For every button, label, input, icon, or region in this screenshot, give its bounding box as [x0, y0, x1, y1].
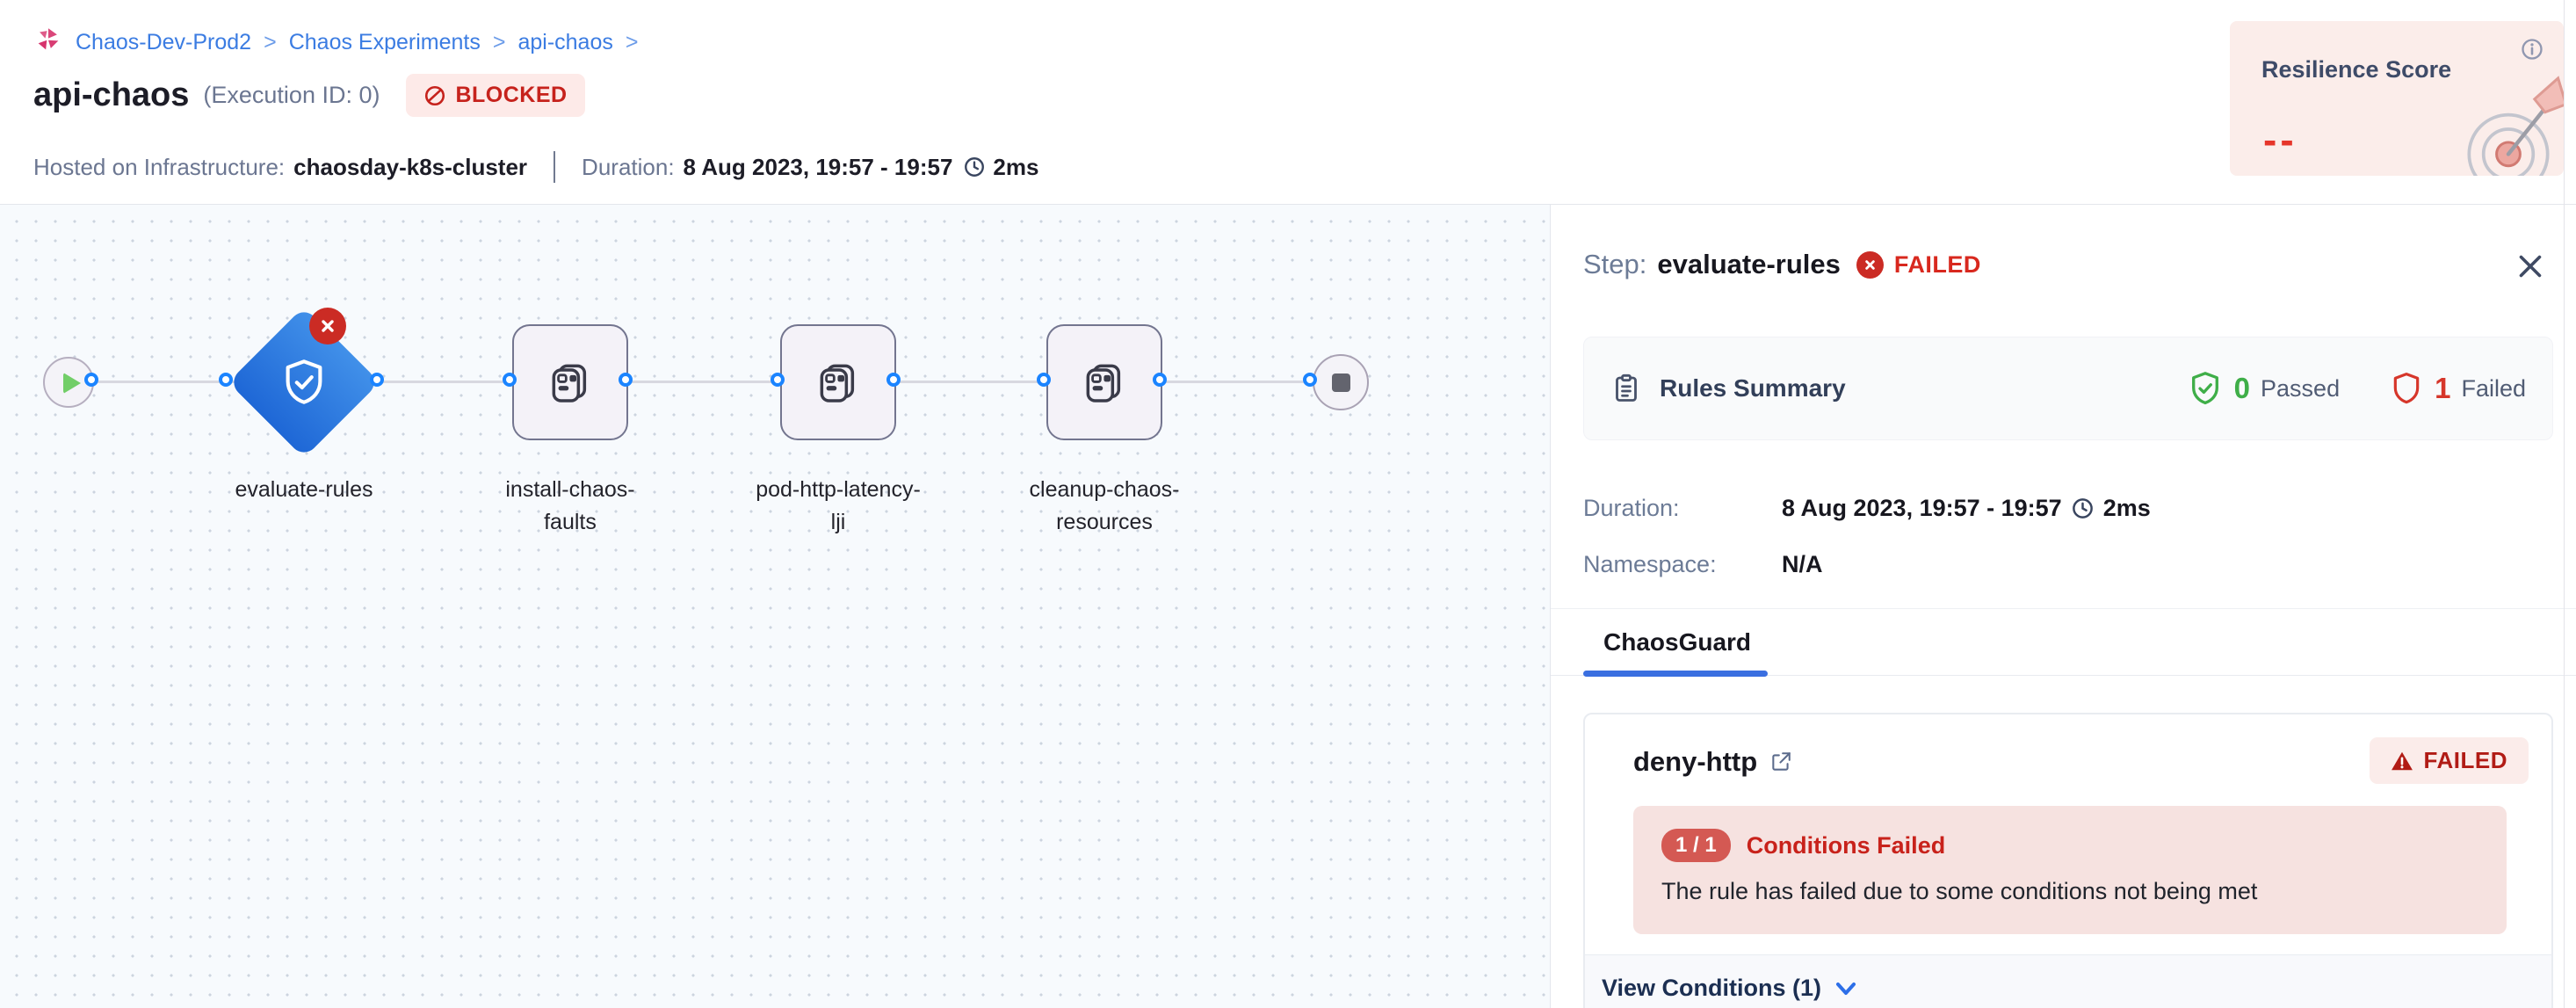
active-tab-underline	[1583, 671, 1768, 677]
pipeline-end-node	[1313, 354, 1369, 410]
node-label-evaluate-rules: evaluate-rules	[235, 477, 373, 502]
step-status-text: FAILED	[1893, 250, 1981, 278]
close-icon	[2519, 255, 2542, 278]
target-illustration	[2442, 73, 2564, 176]
stop-icon	[1331, 373, 1350, 392]
rule-card-footer: View Conditions (1)	[1585, 954, 2551, 1008]
failed-count: 1	[2435, 372, 2451, 404]
clock-icon	[965, 157, 985, 177]
breadcrumb-separator: >	[625, 30, 639, 54]
conditions-failed-message: The rule has failed due to some conditio…	[1661, 878, 2258, 904]
scrollbar-track-line	[2564, 0, 2565, 1008]
play-icon	[63, 373, 81, 394]
external-link-icon[interactable]	[1769, 751, 1792, 773]
step-panel-header: Step: evaluate-rules FAILED	[1583, 249, 1981, 280]
shield-failed-icon	[2393, 373, 2420, 404]
node-label-pod-http-latency: pod-http-latency- lji	[756, 477, 921, 534]
resilience-score-card: Resilience Score --	[2230, 21, 2564, 176]
view-conditions-toggle[interactable]: View Conditions (1)	[1602, 975, 1858, 1002]
rules-summary-title: Rules Summary	[1660, 374, 1846, 402]
port	[84, 373, 98, 387]
breadcrumb-project[interactable]: Chaos-Dev-Prod2	[76, 30, 252, 54]
failed-status-icon	[1856, 250, 1884, 279]
port	[370, 373, 384, 387]
chevron-down-icon	[1836, 982, 1856, 995]
conditions-ratio-badge: 1 / 1	[1661, 829, 1731, 862]
divider	[1551, 608, 2576, 609]
passed-label: Passed	[2261, 374, 2341, 402]
hosted-label: Hosted on Infrastructure:	[33, 153, 286, 180]
port	[771, 373, 785, 387]
duration-value: 8 Aug 2023, 19:57 - 19:57	[683, 153, 953, 180]
step-node-pod-http-latency[interactable]	[780, 324, 896, 440]
failed-label: Failed	[2461, 374, 2526, 402]
tab-hairline	[1551, 675, 2576, 676]
panel-duration-value: 8 Aug 2023, 19:57 - 19:57 2ms	[1782, 495, 2151, 521]
pipeline-connector	[69, 381, 1341, 383]
shield-passed-icon	[2191, 372, 2218, 405]
elapsed-time: 2ms	[963, 154, 1038, 181]
rule-name[interactable]: deny-http	[1633, 746, 1758, 777]
port	[886, 373, 901, 387]
chaos-module-icon	[33, 25, 63, 61]
namespace-value: N/A	[1782, 551, 1823, 577]
clipboard-icon	[1616, 373, 1637, 402]
meta-row: Hosted on Infrastructure: chaosday-k8s-c…	[33, 151, 1038, 183]
rule-status-badge: FAILED	[2369, 737, 2529, 784]
chaos-fault-icon	[820, 364, 855, 402]
chaos-fault-icon	[1086, 364, 1121, 402]
rule-card-deny-http: deny-http FAILED 1 / 1 Conditions	[1583, 713, 2553, 1008]
step-details-panel: Step: evaluate-rules FAILED	[1550, 205, 2576, 1008]
duration-label: Duration:	[582, 153, 675, 180]
resilience-score-value: --	[2263, 117, 2297, 163]
breadcrumb-experiment-name[interactable]: api-chaos	[517, 30, 613, 54]
node-label-install-chaos-faults: install-chaos- faults	[505, 477, 635, 534]
execution-id: (Execution ID: 0)	[203, 82, 380, 108]
page-header: Chaos-Dev-Prod2 > Chaos Experiments > ap…	[0, 0, 2576, 205]
step-label: Step:	[1583, 249, 1647, 279]
port	[1153, 373, 1167, 387]
hosted-value: chaosday-k8s-cluster	[293, 153, 528, 180]
step-node-install-chaos-faults[interactable]	[512, 324, 628, 440]
tab-chaosguard[interactable]: ChaosGuard	[1603, 628, 1752, 656]
info-icon[interactable]	[2520, 37, 2544, 66]
status-badge-blocked: BLOCKED	[406, 74, 585, 117]
breadcrumb-separator: >	[492, 30, 506, 54]
warning-icon	[2391, 751, 2413, 770]
clock-icon	[2072, 498, 2093, 519]
duration-row: Duration: 8 Aug 2023, 19:57 - 19:57 2ms	[1583, 495, 2151, 522]
page-title: api-chaos	[33, 76, 190, 113]
conditions-failed-title: Conditions Failed	[1746, 831, 1946, 859]
step-node-cleanup-chaos-resources[interactable]	[1046, 324, 1162, 440]
title-row: api-chaos (Execution ID: 0) BLOCKED	[33, 74, 585, 117]
blocked-icon	[425, 85, 445, 105]
breadcrumb-experiments[interactable]: Chaos Experiments	[288, 30, 481, 54]
conditions-failed-alert: 1 / 1 Conditions Failed The rule has fai…	[1633, 806, 2507, 934]
breadcrumb: Chaos-Dev-Prod2 > Chaos Experiments > ap…	[33, 25, 638, 61]
step-name: evaluate-rules	[1657, 249, 1841, 279]
rule-title-row: deny-http	[1633, 746, 1792, 778]
port	[1303, 373, 1317, 387]
breadcrumb-separator: >	[264, 30, 277, 54]
namespace-row: Namespace: N/A	[1583, 551, 1823, 578]
pipeline-canvas[interactable]: evaluate-rules install-chaos- faults pod…	[0, 205, 1550, 1008]
step-node-evaluate-rules[interactable]	[228, 306, 380, 459]
port	[219, 373, 233, 387]
close-panel-button[interactable]	[2511, 247, 2550, 286]
rules-summary-card: Rules Summary 0 Passed 1 Failed	[1583, 337, 2553, 440]
shield-check-icon	[279, 357, 329, 408]
node-label-cleanup-chaos-resources: cleanup-chaos- resources	[1029, 477, 1180, 534]
chaos-fault-icon	[552, 364, 587, 402]
port	[619, 373, 633, 387]
panel-duration-label: Duration:	[1583, 495, 1680, 521]
namespace-label: Namespace:	[1583, 551, 1717, 577]
port	[503, 373, 517, 387]
passed-count: 0	[2233, 372, 2251, 404]
failed-status-icon	[309, 308, 346, 344]
resilience-score-title: Resilience Score	[2261, 56, 2452, 83]
meta-divider	[554, 151, 556, 183]
port	[1037, 373, 1051, 387]
